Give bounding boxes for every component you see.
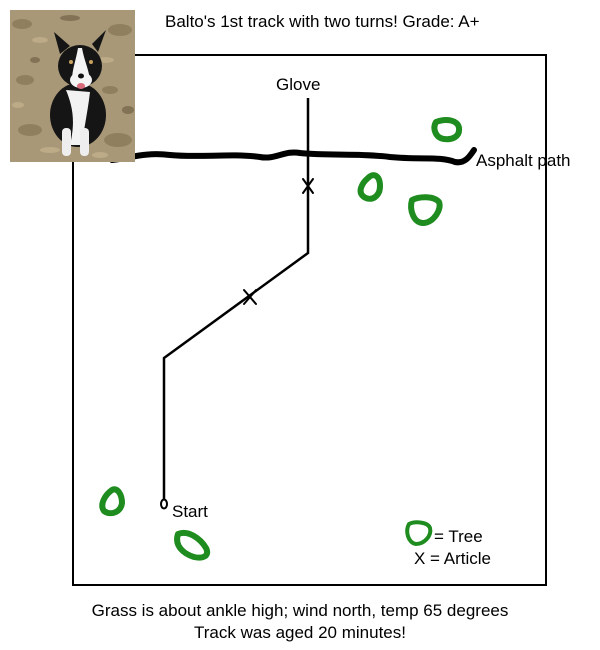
legend-tree-label: = Tree — [434, 527, 483, 546]
article-marker — [243, 289, 257, 305]
dog-photo — [10, 10, 135, 162]
tree-icon — [357, 172, 383, 202]
footer-line-1: Grass is about ankle high; wind north, t… — [91, 601, 509, 620]
asphalt-path-label: Asphalt path — [476, 151, 571, 170]
tree-icon — [408, 194, 443, 226]
page-title: Balto's 1st track with two turns! Grade:… — [165, 12, 480, 31]
tree-icon — [405, 520, 433, 546]
tree-icon — [174, 530, 211, 561]
tree-icon — [99, 486, 125, 517]
start-label: Start — [172, 502, 208, 521]
border-collie-dog-photo — [10, 10, 135, 162]
legend-article-label: X = Article — [414, 549, 492, 568]
start-marker — [160, 498, 168, 510]
tree-icon — [431, 117, 463, 143]
track-line — [162, 98, 310, 500]
asphalt-path — [109, 147, 477, 166]
glove-label: Glove — [276, 75, 321, 94]
footer-line-2: Track was aged 20 minutes! — [194, 623, 406, 642]
article-marker — [302, 178, 314, 194]
field-border — [72, 54, 547, 586]
